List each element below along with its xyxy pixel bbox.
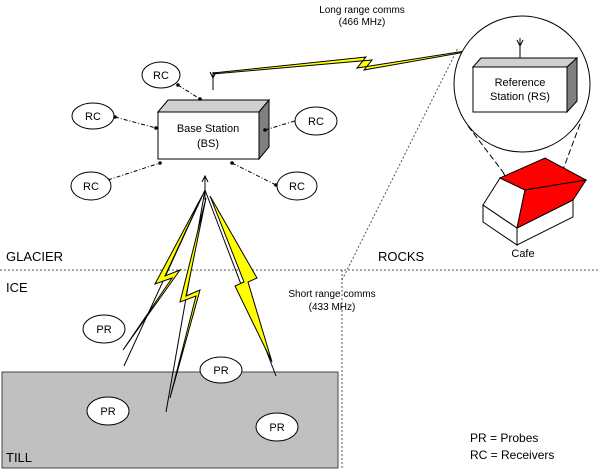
svg-text:PR: PR <box>100 406 115 418</box>
long-range-label-2: (466 MHz) <box>339 17 386 28</box>
short-range-label-2: (433 MHz) <box>309 302 356 313</box>
svg-text:RC: RC <box>85 111 101 123</box>
short-range-lightning-center <box>169 197 207 399</box>
svg-text:RC: RC <box>308 116 324 128</box>
probe-pr-4: PR <box>255 412 299 442</box>
short-range-label-1: Short range comms <box>288 289 375 300</box>
bs-antenna-icon <box>209 71 217 80</box>
base-station: Base Station (BS) <box>156 98 271 161</box>
legend-receivers: RC = Receivers <box>470 448 554 462</box>
receiver-rc-1: RC <box>141 61 181 89</box>
base-station-label-1: Base Station <box>177 123 239 135</box>
receiver-rc-2: RC <box>71 102 115 130</box>
probe-pr-1: PR <box>82 314 126 344</box>
receiver-rc-4: RC <box>70 171 112 201</box>
reference-station: Reference Station (RS) <box>471 56 579 114</box>
svg-text:RC: RC <box>83 181 99 193</box>
svg-text:RC: RC <box>289 181 305 193</box>
rs-view-line-left <box>341 47 459 281</box>
receiver-rc-5: RC <box>276 171 318 201</box>
legend-probes: PR = Probes <box>470 431 538 445</box>
label-rocks: ROCKS <box>378 249 425 264</box>
base-station-label-2: (BS) <box>197 138 219 150</box>
cafe-label: Cafe <box>511 248 534 260</box>
short-range-lightning-left <box>122 195 203 351</box>
svg-text:PR: PR <box>213 365 228 377</box>
label-ice: ICE <box>6 280 28 295</box>
long-range-lightning <box>212 42 517 75</box>
rs-antenna-icon <box>516 39 524 48</box>
svg-text:RC: RC <box>153 70 169 82</box>
probe-pr-3: PR <box>86 396 130 426</box>
svg-text:PR: PR <box>269 422 284 434</box>
probe-pr-2: PR <box>199 356 243 384</box>
rc-links <box>107 84 299 186</box>
svg-text:PR: PR <box>96 324 111 336</box>
label-till: TILL <box>6 450 32 465</box>
reference-station-label-2: Station (RS) <box>490 91 550 103</box>
cafe-building <box>482 157 588 246</box>
short-range-lightning-right <box>209 195 273 363</box>
label-glacier: GLACIER <box>6 249 63 264</box>
receiver-rc-3: RC <box>294 106 338 136</box>
long-range-label-1: Long range comms <box>319 5 405 16</box>
reference-station-label-1: Reference <box>495 77 546 89</box>
